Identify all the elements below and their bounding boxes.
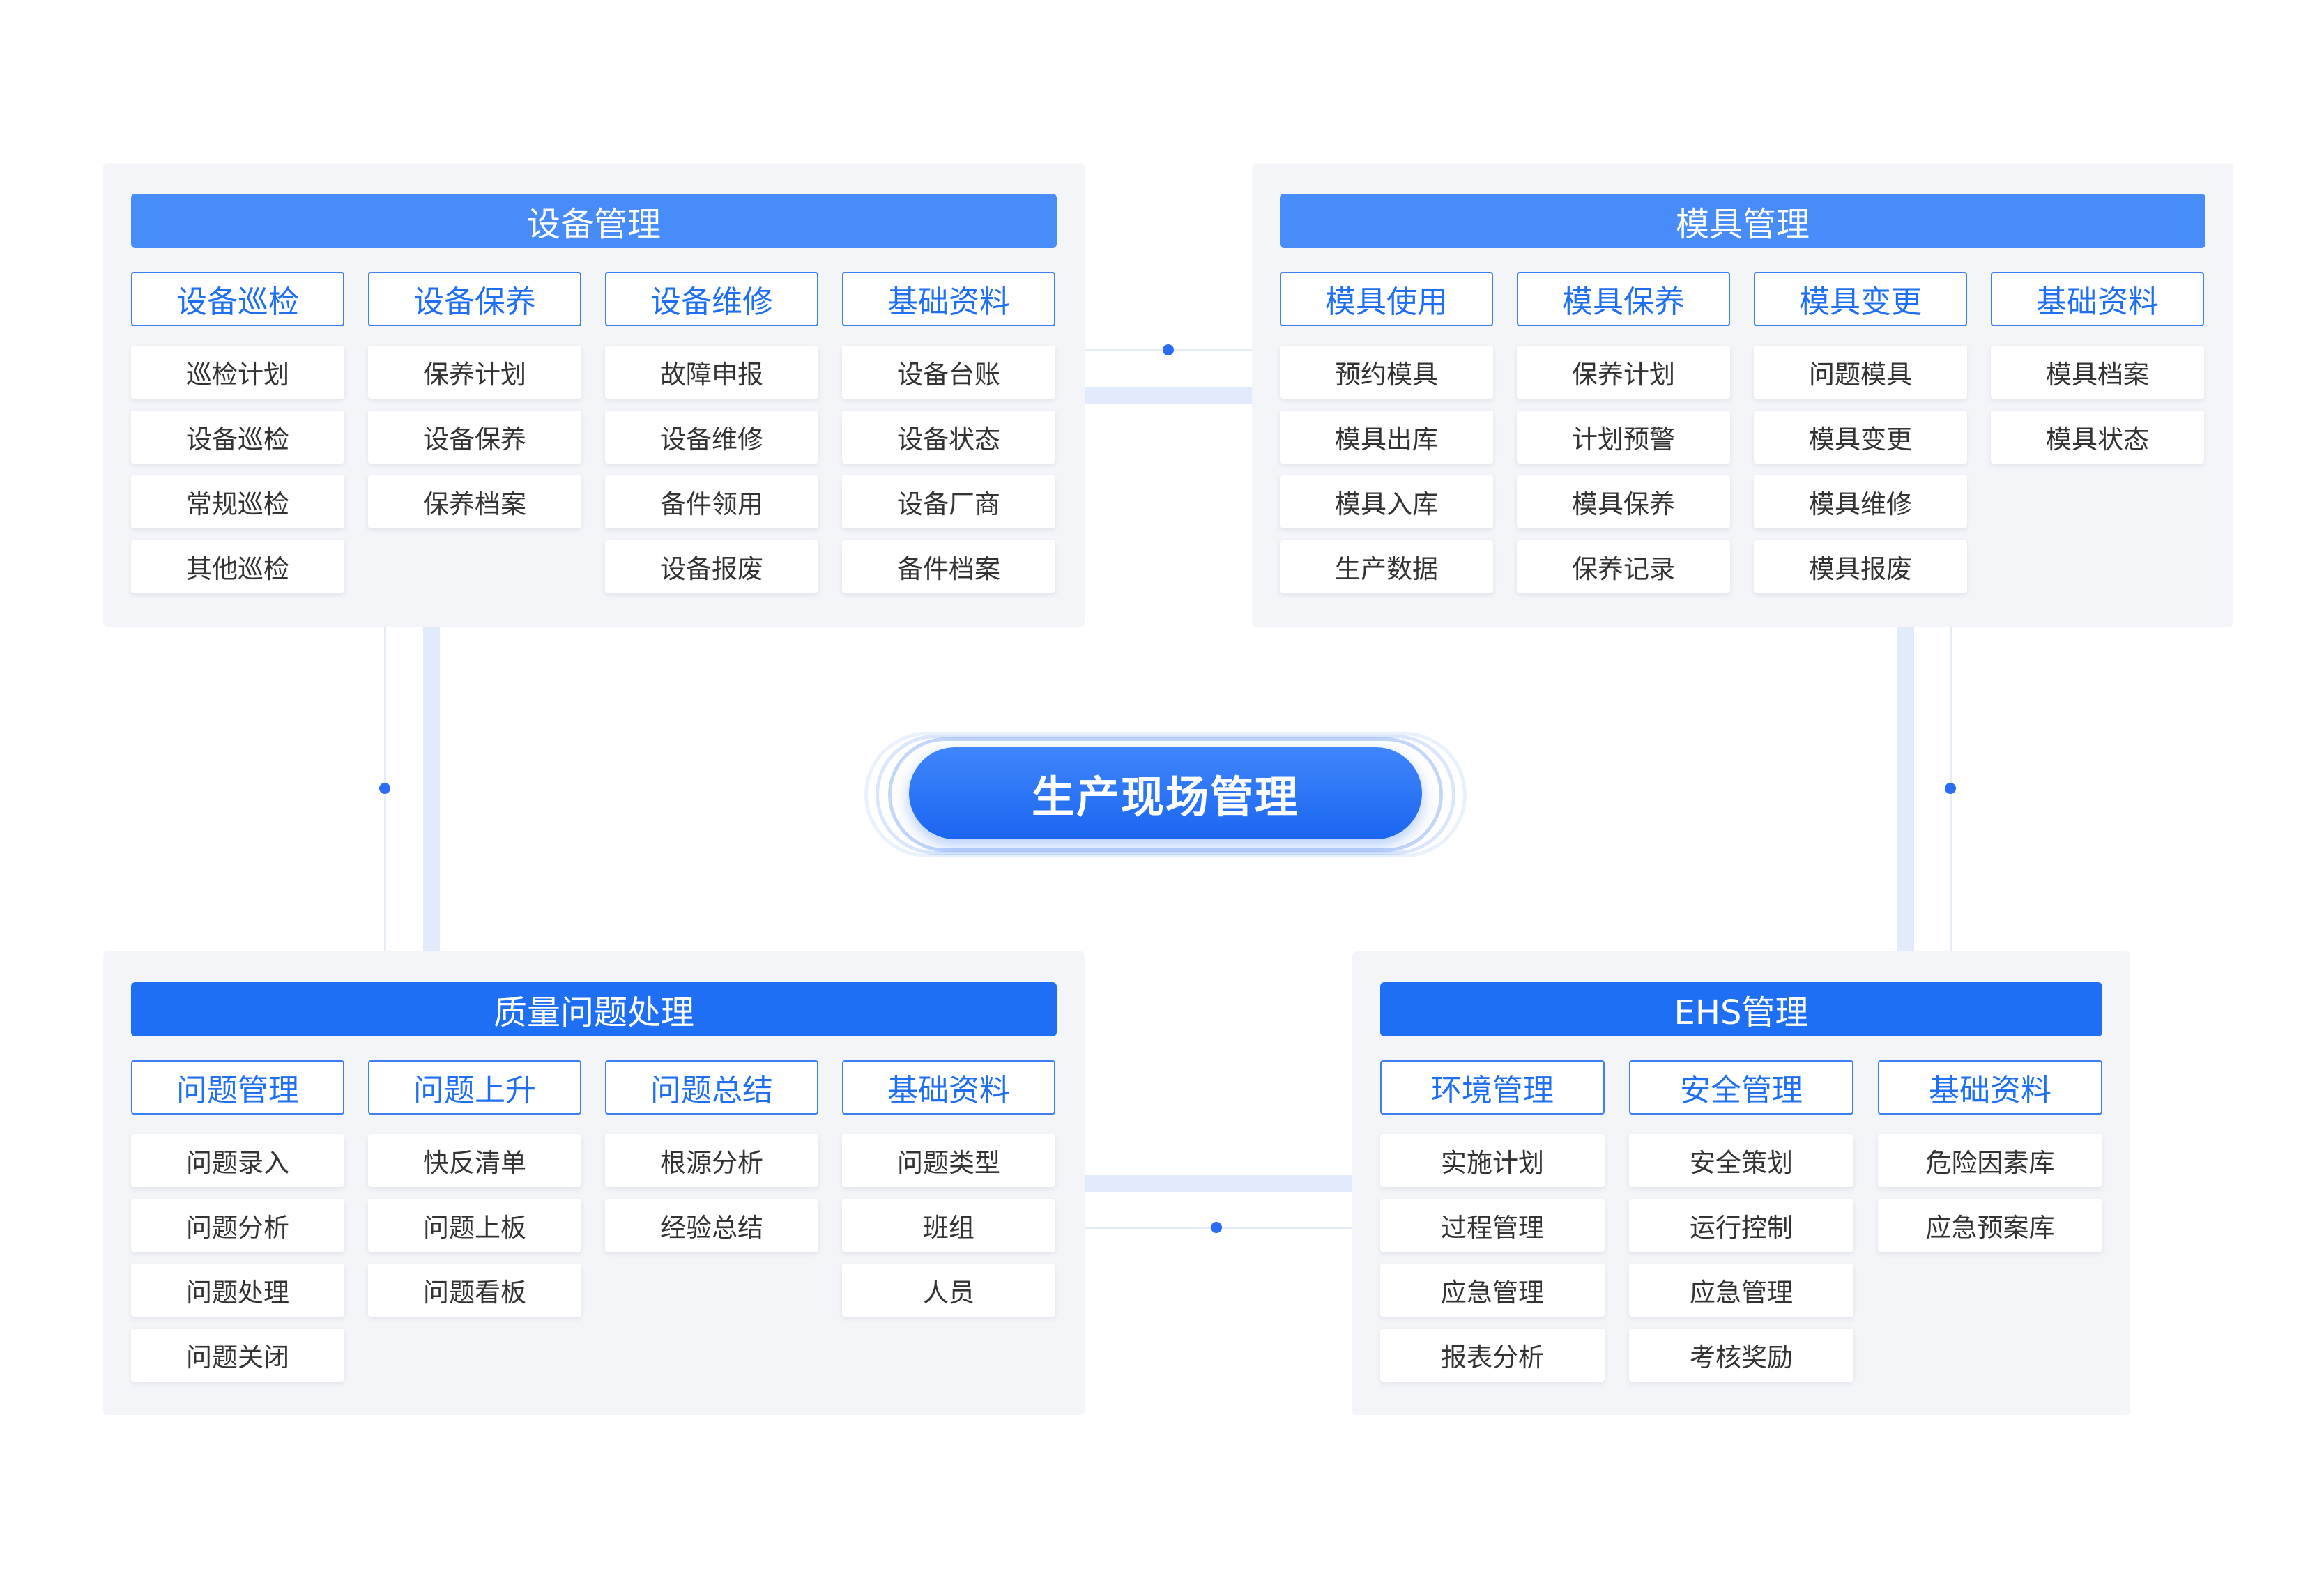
function-item[interactable]: 模具状态 — [1991, 411, 2204, 464]
function-item[interactable]: 班组 — [842, 1199, 1055, 1252]
module-tab[interactable]: 基础资料 — [1991, 272, 2204, 326]
function-item[interactable]: 问题上板 — [368, 1199, 581, 1252]
function-item[interactable]: 实施计划 — [1380, 1134, 1605, 1187]
function-item[interactable]: 快反清单 — [368, 1134, 581, 1187]
function-item[interactable]: 故障申报 — [605, 346, 818, 399]
module-tab[interactable]: 问题上升 — [368, 1060, 581, 1115]
function-item[interactable]: 模具出库 — [1280, 411, 1493, 464]
equipment-management-panel: 设备管理设备巡检巡检计划设备巡检常规巡检其他巡检设备保养保养计划设备保养保养档案… — [103, 163, 1085, 627]
function-item[interactable]: 应急管理 — [1380, 1264, 1605, 1317]
function-item[interactable]: 设备维修 — [605, 411, 818, 464]
module-tab[interactable]: 问题总结 — [605, 1060, 818, 1115]
module-tab[interactable]: 设备维修 — [605, 272, 818, 326]
module-tab[interactable]: 安全管理 — [1629, 1060, 1853, 1115]
function-item[interactable]: 保养计划 — [1517, 346, 1730, 399]
function-item[interactable]: 问题关闭 — [131, 1329, 344, 1382]
function-item[interactable]: 设备厂商 — [842, 475, 1055, 528]
module-tab[interactable]: 模具保养 — [1517, 272, 1730, 326]
function-item[interactable]: 问题类型 — [842, 1134, 1055, 1187]
function-item[interactable]: 考核奖励 — [1629, 1329, 1853, 1382]
function-item[interactable]: 人员 — [842, 1264, 1055, 1317]
function-item[interactable]: 备件档案 — [842, 540, 1055, 593]
connector-left-dot — [379, 783, 390, 794]
center-ring-inner — [888, 737, 1443, 852]
quality-issue-panel: 质量问题处理问题管理问题录入问题分析问题处理问题关闭问题上升快反清单问题上板问题… — [103, 951, 1085, 1415]
function-item[interactable]: 问题录入 — [131, 1134, 344, 1187]
module-tab[interactable]: 环境管理 — [1380, 1060, 1605, 1115]
function-item[interactable]: 巡检计划 — [131, 346, 344, 399]
connector-bottom-bar — [1085, 1175, 1352, 1192]
function-item[interactable]: 其他巡检 — [131, 540, 344, 593]
function-item[interactable]: 生产数据 — [1280, 540, 1493, 593]
connector-left-bar — [423, 627, 440, 951]
function-item[interactable]: 设备台账 — [842, 346, 1055, 399]
function-item[interactable]: 模具维修 — [1754, 475, 1967, 528]
function-item[interactable]: 问题处理 — [131, 1264, 344, 1317]
function-item[interactable]: 计划预警 — [1517, 411, 1730, 464]
function-item[interactable]: 模具报废 — [1754, 540, 1967, 593]
panel-title: EHS管理 — [1380, 982, 2102, 1036]
function-item[interactable]: 模具变更 — [1754, 411, 1967, 464]
connector-right-bar — [1897, 627, 1914, 951]
panel-title: 设备管理 — [131, 194, 1057, 248]
function-item[interactable]: 报表分析 — [1380, 1329, 1605, 1382]
mold-management-panel: 模具管理模具使用预约模具模具出库模具入库生产数据模具保养保养计划计划预警模具保养… — [1252, 163, 2233, 627]
function-item[interactable]: 设备巡检 — [131, 411, 344, 464]
function-item[interactable]: 安全策划 — [1629, 1134, 1853, 1187]
module-tab[interactable]: 设备保养 — [368, 272, 581, 326]
center-title-pill[interactable]: 生产现场管理 — [909, 747, 1422, 839]
function-item[interactable]: 设备报废 — [605, 540, 818, 593]
module-tab[interactable]: 问题管理 — [131, 1060, 344, 1115]
connector-top-bar — [1085, 387, 1252, 404]
center-hub: 生产现场管理 — [864, 732, 1467, 857]
module-tab[interactable]: 基础资料 — [842, 1060, 1055, 1115]
function-item[interactable]: 运行控制 — [1629, 1199, 1853, 1252]
function-item[interactable]: 危险因素库 — [1878, 1134, 2102, 1187]
function-item[interactable]: 常规巡检 — [131, 475, 344, 528]
function-item[interactable]: 模具入库 — [1280, 475, 1493, 528]
module-tab[interactable]: 设备巡检 — [131, 272, 344, 326]
function-item[interactable]: 问题看板 — [368, 1264, 581, 1317]
function-item[interactable]: 设备保养 — [368, 411, 581, 464]
module-tab[interactable]: 模具使用 — [1280, 272, 1493, 326]
function-item[interactable]: 经验总结 — [605, 1199, 818, 1252]
function-item[interactable]: 问题模具 — [1754, 346, 1967, 399]
connector-bottom-dot — [1211, 1222, 1222, 1233]
connector-top-dot — [1163, 344, 1174, 355]
function-item[interactable]: 模具保养 — [1517, 475, 1730, 528]
function-item[interactable]: 预约模具 — [1280, 346, 1493, 399]
center-ring-mid — [876, 735, 1455, 855]
function-item[interactable]: 根源分析 — [605, 1134, 818, 1187]
function-item[interactable]: 模具档案 — [1991, 346, 2204, 399]
function-item[interactable]: 保养计划 — [368, 346, 581, 399]
ehs-management-panel: EHS管理环境管理实施计划过程管理应急管理报表分析安全管理安全策划运行控制应急管… — [1352, 951, 2130, 1415]
center-ring-outer — [864, 732, 1467, 857]
module-tab[interactable]: 基础资料 — [842, 272, 1055, 326]
function-item[interactable]: 应急管理 — [1629, 1264, 1853, 1317]
module-tab[interactable]: 基础资料 — [1878, 1060, 2102, 1115]
module-tab[interactable]: 模具变更 — [1754, 272, 1967, 326]
function-item[interactable]: 过程管理 — [1380, 1199, 1605, 1252]
connector-right-dot — [1945, 783, 1956, 794]
function-item[interactable]: 备件领用 — [605, 475, 818, 528]
panel-title: 质量问题处理 — [131, 982, 1057, 1036]
function-item[interactable]: 保养档案 — [368, 475, 581, 528]
panel-title: 模具管理 — [1280, 194, 2205, 248]
function-item[interactable]: 设备状态 — [842, 411, 1055, 464]
function-item[interactable]: 应急预案库 — [1878, 1199, 2102, 1252]
function-item[interactable]: 问题分析 — [131, 1199, 344, 1252]
function-item[interactable]: 保养记录 — [1517, 540, 1730, 593]
